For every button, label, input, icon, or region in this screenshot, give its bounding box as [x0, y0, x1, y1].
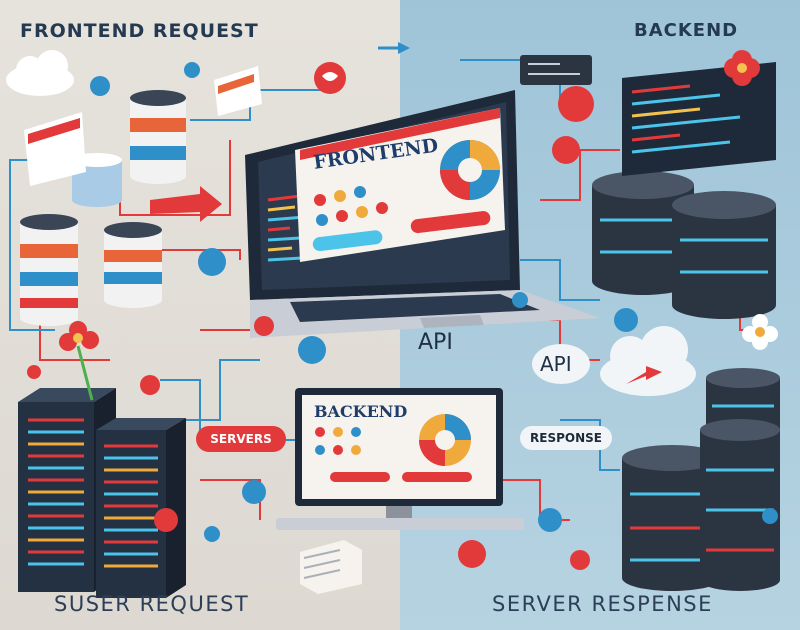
monitor — [276, 388, 524, 530]
code-lines — [267, 194, 306, 262]
footer-server-response: SERVER RESPENSE — [492, 592, 713, 616]
arrow-icons — [150, 42, 410, 222]
code-panel — [622, 62, 776, 176]
api-badge — [532, 344, 590, 384]
badge-icons — [27, 62, 778, 570]
heading-backend: BACKEND — [634, 20, 739, 41]
server-stacks — [592, 171, 780, 591]
api-label-right: API — [540, 352, 572, 376]
flower-icons — [59, 50, 778, 401]
server-racks — [18, 388, 186, 598]
cloud-icons — [6, 50, 696, 396]
status-card — [520, 55, 592, 85]
api-label-center: API — [418, 330, 453, 355]
database-cylinders — [20, 90, 186, 326]
servers-label: SERVERS — [196, 426, 286, 452]
response-label: RESPONSE — [520, 426, 612, 450]
footer-user-request: SUSER REQUEST — [54, 592, 250, 616]
document-cards — [24, 66, 362, 594]
laptop — [245, 90, 600, 338]
heading-frontend-request: FRONTEND REQUEST — [20, 20, 259, 42]
monitor-screen-title: BACKEND — [314, 402, 408, 421]
